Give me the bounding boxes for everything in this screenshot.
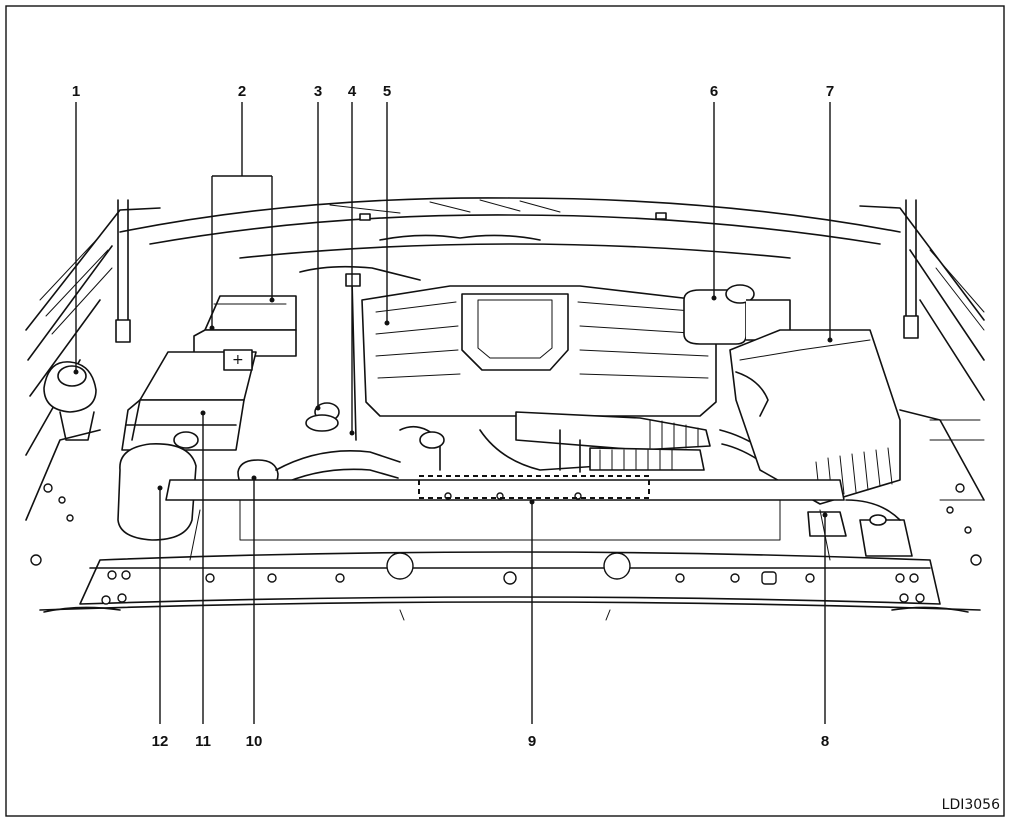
plus-terminal-icon: + [232,352,244,368]
callout-1: 1 [72,83,80,100]
callout-2: 2 [238,83,246,100]
callout-4: 4 [348,83,357,100]
callout-9: 9 [528,733,536,750]
engine-bay-artwork: + [25,197,985,621]
callout-3: 3 [314,83,322,100]
callout-11: 11 [195,733,211,750]
callout-5: 5 [383,83,391,100]
callout-12: 12 [152,733,169,750]
figure-frame [5,5,1005,817]
callout-10: 10 [246,733,263,750]
callout-8: 8 [821,733,829,750]
figure-code: LDI3056 [942,797,1000,813]
callout-6: 6 [710,83,718,100]
callout-7: 7 [826,83,834,100]
leader-lines [73,102,833,724]
